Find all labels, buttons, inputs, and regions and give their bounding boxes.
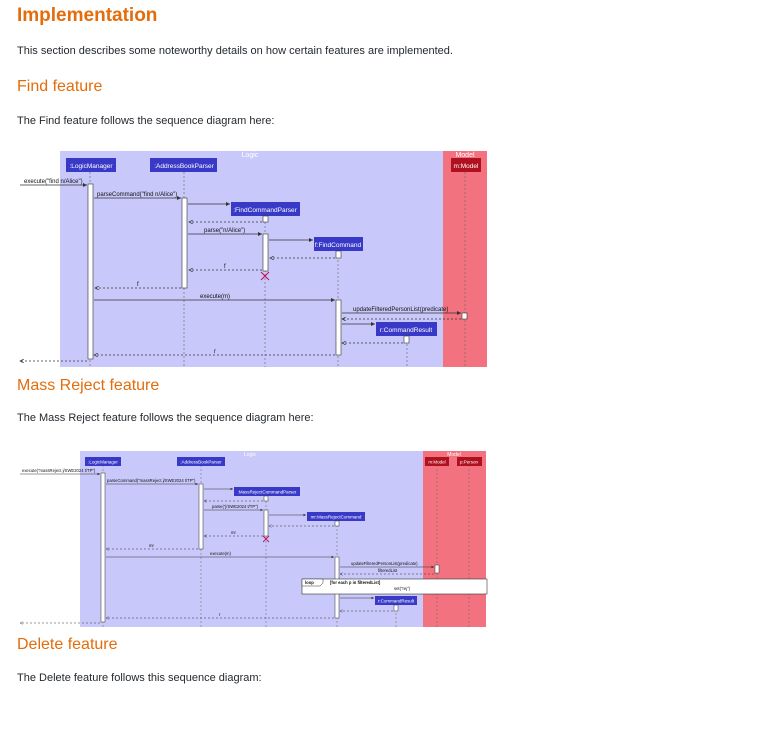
participant-logic-manager-label: :LogicManager (88, 460, 118, 465)
loop-keyword: loop (305, 580, 314, 585)
msg-return-r: r (219, 612, 221, 617)
activation-logic-manager (87, 183, 94, 360)
participant-find-command-parser (231, 202, 300, 216)
activation-parser (198, 483, 204, 550)
msg-execute-find: execute("find n/Alice") (24, 179, 83, 185)
activation-parser (181, 197, 188, 289)
activation-find-parser (262, 215, 269, 223)
participant-find-command-parser-label: :FindCommandParser (233, 207, 297, 214)
msg-return-r: r (214, 349, 216, 355)
participant-command-result-label: r:CommandResult (380, 327, 433, 334)
activation-mr-command (334, 520, 340, 527)
msg-update-filtered: updateFilteredPersonList(predicate) (351, 561, 418, 566)
activation-model (461, 312, 468, 320)
logic-frame-label: Logic (244, 452, 256, 458)
model-frame (443, 151, 487, 367)
mass-reject-sequence-diagram: Logic Model :LogicManager :AddressBookPa… (0, 451, 488, 627)
participant-model (425, 457, 449, 466)
destroy-x-icon (262, 535, 270, 543)
heading-implementation: Implementation (17, 5, 158, 26)
heading-find-feature: Find feature (17, 78, 103, 95)
msg-parse: parse("n/Alice") (204, 228, 245, 234)
msg-return-f-parser: f (224, 264, 226, 270)
logic-frame-label: Logic (242, 152, 259, 159)
participant-person-label: p:Person (460, 460, 479, 465)
model-frame (423, 451, 486, 627)
activation-command-result (393, 604, 399, 612)
participant-mass-reject-command (307, 512, 365, 521)
participant-address-book-parser-label: :AddressBookParser (154, 163, 214, 170)
delete-feature-description: The Delete feature follows this sequence… (17, 672, 262, 684)
implementation-intro: This section describes some noteworthy d… (17, 45, 453, 57)
participant-mass-reject-command-parser (234, 487, 300, 496)
activation-mr-parser (263, 495, 269, 502)
participant-find-command (314, 237, 363, 251)
loop-fragment-tag (301, 578, 324, 587)
activation-command-result (403, 335, 410, 344)
participant-command-result-label: r:CommandResult (378, 599, 415, 604)
heading-mass-reject-feature: Mass Reject feature (17, 377, 160, 394)
participant-logic-manager (85, 457, 121, 466)
participant-mass-reject-command-label: mr:MassRejectCommand (311, 515, 362, 520)
msg-filtered-list: filteredList (378, 568, 398, 573)
mass-reject-feature-description: The Mass Reject feature follows the sequ… (17, 412, 314, 424)
activation-find-command-execute (335, 299, 342, 356)
model-frame-label: Model (455, 152, 475, 159)
model-frame-label: Model (447, 452, 461, 458)
participant-find-command-label: f:FindCommand (315, 242, 362, 249)
msg-parse: parse("j/SWE2024 t/TP") (212, 504, 259, 509)
msg-return-mr-parser: mr (231, 530, 236, 535)
heading-delete-feature: Delete feature (17, 636, 118, 653)
activation-logic-manager (100, 472, 106, 623)
participant-model (451, 158, 481, 172)
activation-model (434, 564, 440, 574)
participant-person (457, 457, 482, 466)
msg-execute-mass-reject: execute("massReject j/SWE2024 t/TP") (22, 468, 96, 473)
participant-logic-manager-label: :LogicManager (70, 163, 114, 170)
loop-fragment (301, 578, 488, 595)
msg-return-f-logic: f (137, 282, 139, 288)
participant-model-label: m:Model (428, 460, 445, 465)
loop-guard: [for each p in filteredList] (330, 580, 381, 585)
activation-find-parser-parse (262, 233, 269, 272)
msg-execute-m: execute(m) (200, 294, 230, 300)
logic-frame (80, 451, 423, 627)
destroy-x-icon (260, 271, 270, 281)
participant-command-result (376, 322, 437, 336)
participant-address-book-parser-label: :AddressBookParser (180, 460, 222, 465)
activation-mr-parser-parse (263, 509, 269, 537)
msg-parse-command: parseCommand("find n/Alice") (97, 192, 177, 198)
participant-logic-manager (66, 158, 116, 172)
msg-set-tag: set("rej") (394, 586, 411, 591)
activation-find-command (335, 250, 342, 259)
participant-address-book-parser (150, 158, 217, 172)
participant-command-result (375, 596, 417, 605)
msg-return-mr-logic: mr (149, 543, 154, 548)
participant-mass-reject-command-parser-label: :MassRejectCommandParser (238, 490, 297, 495)
msg-update-filtered: updateFilteredPersonList(predicate) (353, 307, 448, 313)
participant-address-book-parser (177, 457, 225, 466)
find-sequence-diagram: Logic Model :LogicManager :AddressBookPa… (0, 151, 487, 367)
msg-parse-command: parseCommand("massReject j/SWE2024 t/TP"… (107, 478, 196, 483)
find-feature-description: The Find feature follows the sequence di… (17, 115, 275, 127)
participant-model-label: m:Model (454, 163, 479, 170)
msg-execute-m: execute(m) (210, 551, 232, 556)
